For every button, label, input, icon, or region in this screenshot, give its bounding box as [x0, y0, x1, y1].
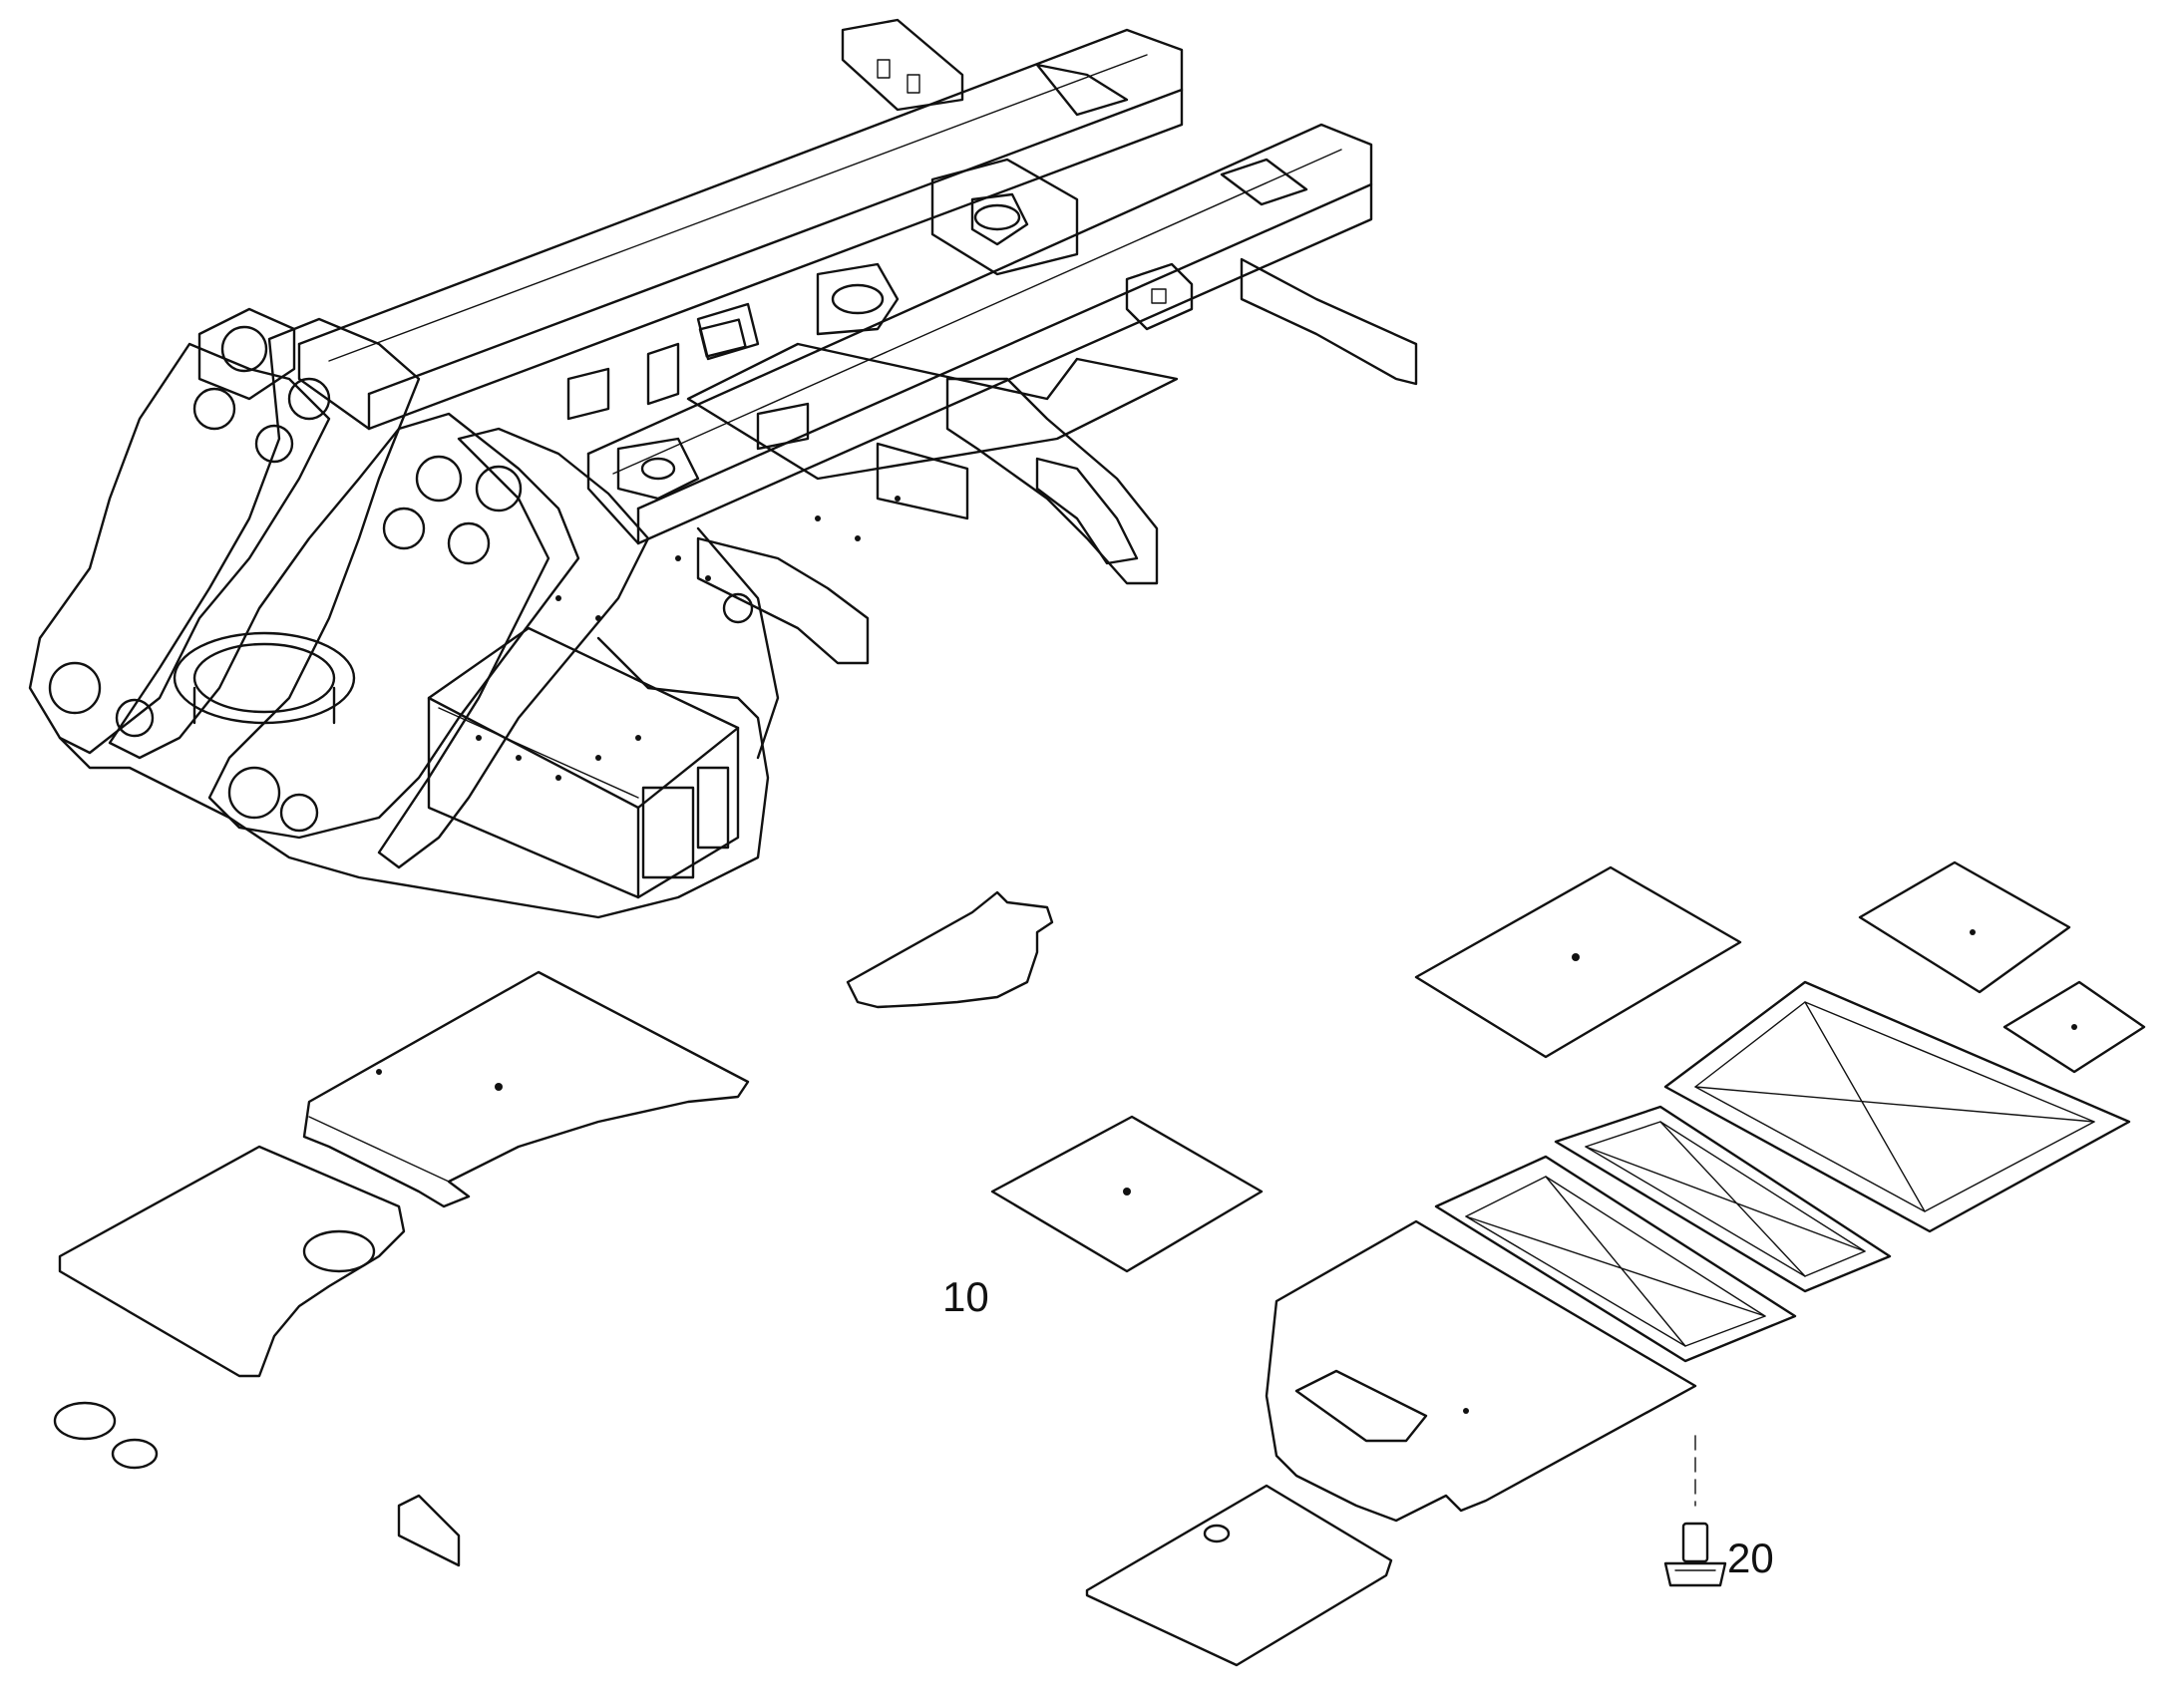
middle-tray-plate: [1554, 1105, 1892, 1293]
left-cover-plates: [53, 970, 750, 1567]
bottom-main-plate: [1265, 1219, 1697, 1523]
right-small-square-plate: [2002, 980, 2146, 1074]
part-callout-20: 20: [1727, 1535, 1774, 1581]
boom-mount-towers: [28, 307, 650, 869]
part-callout-10: 10: [942, 1273, 989, 1320]
bolt-assembly: [1663, 1435, 1727, 1587]
small-oval-cover: [111, 1438, 159, 1470]
large-tray-plate: [1663, 980, 2131, 1233]
center-plates: [846, 890, 1264, 1273]
slewing-ring: [173, 631, 356, 725]
small-square-plate: [397, 1494, 461, 1567]
small-round-cover: [53, 1401, 117, 1441]
bolt-icon: [1663, 1522, 1727, 1587]
long-tray-plate: [1434, 1155, 1797, 1363]
front-cross-member: [1125, 257, 1418, 386]
frame-left-rail: [297, 18, 1184, 431]
bottom-left-plate: [1085, 1484, 1393, 1667]
cover-plate-left-lower: [58, 1145, 406, 1378]
cover-plate-left-upper: [302, 970, 750, 1208]
square-cover-plate-center: [990, 1115, 1264, 1273]
top-right-small-plate: [1858, 860, 2071, 994]
arched-cover-plate: [846, 890, 1054, 1009]
top-rectangular-plate: [1414, 865, 1742, 1059]
tool-box: [427, 626, 740, 899]
frame-base-plate: [58, 526, 780, 919]
center-cross-beams: [566, 158, 1179, 481]
frame-small-holes: [476, 496, 901, 781]
front-loop-frame: [945, 377, 1159, 585]
rear-bracket: [616, 437, 969, 665]
frame-right-rail: [586, 123, 1373, 545]
right-cover-plates: [1085, 860, 2146, 1667]
upper-frame-assembly: [28, 18, 1418, 919]
